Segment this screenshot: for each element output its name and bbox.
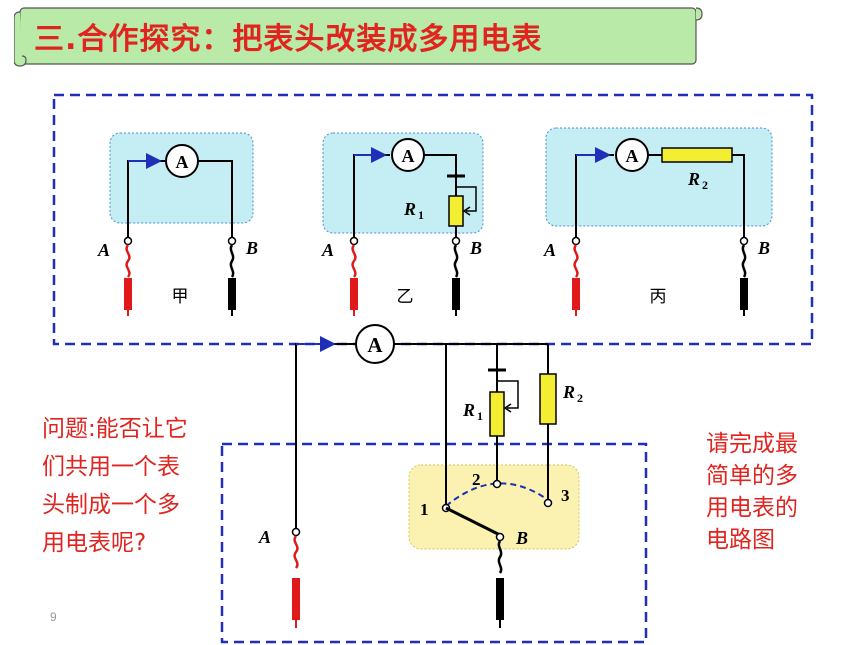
svg-text:A: A xyxy=(626,146,639,166)
svg-text:A: A xyxy=(367,333,383,357)
svg-text:A: A xyxy=(258,527,271,547)
task-text: 请完成最简单的多用电表的电路图 xyxy=(706,431,798,553)
svg-text:甲: 甲 xyxy=(172,287,189,307)
svg-text:3: 3 xyxy=(561,486,570,505)
red-probe xyxy=(572,278,580,310)
svg-text:B: B xyxy=(515,528,528,548)
svg-text:2: 2 xyxy=(577,391,583,405)
resistor-r2 xyxy=(539,373,557,425)
svg-text:A: A xyxy=(176,152,189,172)
svg-text:1: 1 xyxy=(418,208,424,222)
svg-text:R: R xyxy=(462,400,475,420)
svg-text:R: R xyxy=(687,169,700,189)
red-probe xyxy=(350,278,358,310)
rheostat-r1 xyxy=(489,391,505,437)
svg-text:2: 2 xyxy=(472,470,481,489)
svg-text:1: 1 xyxy=(420,500,429,519)
black-probe xyxy=(228,278,236,310)
circuit-bing: A R 2 A B 丙 xyxy=(543,127,773,316)
page-number: 9 xyxy=(50,610,57,624)
page-title: 三.合作探究：把表头改装成多用电表 xyxy=(34,22,543,57)
switch-panel xyxy=(408,464,580,550)
svg-text:B: B xyxy=(469,238,482,258)
svg-text:R: R xyxy=(562,382,575,402)
svg-text:A: A xyxy=(402,146,415,166)
black-probe xyxy=(740,278,748,310)
rheostat-r1 xyxy=(448,195,464,227)
red-probe xyxy=(124,278,132,310)
circuit-yi: A R 1 A B 乙 xyxy=(321,132,484,316)
switch-blade xyxy=(445,506,501,537)
svg-text:丙: 丙 xyxy=(650,287,667,307)
svg-text:A: A xyxy=(321,240,334,260)
black-probe xyxy=(496,578,504,620)
circuit-jia: A A B 甲 xyxy=(97,132,258,316)
black-probe xyxy=(452,278,460,310)
bottom-frame xyxy=(220,442,648,644)
svg-text:2: 2 xyxy=(702,178,708,192)
svg-text:B: B xyxy=(757,238,770,258)
svg-text:A: A xyxy=(97,240,110,260)
svg-text:乙: 乙 xyxy=(397,287,414,307)
switch-arc xyxy=(445,482,549,507)
svg-text:R: R xyxy=(403,199,416,219)
red-probe xyxy=(292,578,300,620)
svg-text:A: A xyxy=(543,240,556,260)
title-banner xyxy=(14,7,703,67)
combined-circuit: A R 1 R 2 1 2 3 B A xyxy=(258,324,583,628)
question-text: 问题:能否让它们共用一个表头制成一个多用电表呢? xyxy=(42,416,188,556)
resistor-r2 xyxy=(661,147,733,163)
svg-text:B: B xyxy=(245,238,258,258)
svg-text:1: 1 xyxy=(477,409,483,423)
